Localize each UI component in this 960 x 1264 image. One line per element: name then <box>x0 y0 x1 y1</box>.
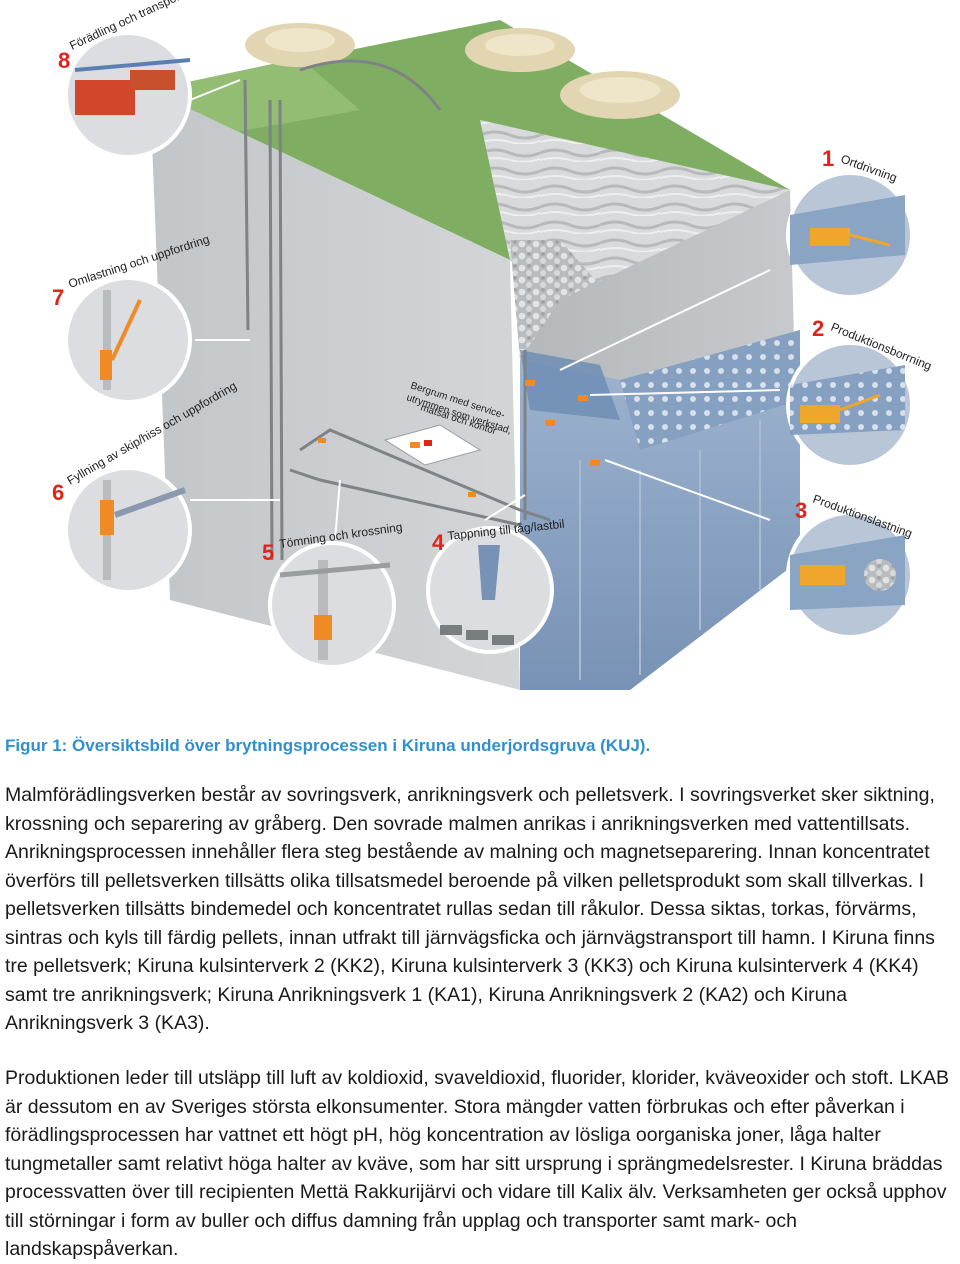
ore-body <box>520 360 800 690</box>
mine-illustration: Bergrum med service- utrymmen som verkst… <box>52 0 934 690</box>
callout-circle-6 <box>64 466 192 594</box>
paragraph-emissions: Produktionen leder till utsläpp till luf… <box>5 1067 950 1260</box>
step-number-4: 4 <box>432 530 445 555</box>
paragraph-processing: Malmförädlingsverken består av sovringsv… <box>5 784 935 1034</box>
step-number-1: 1 <box>822 146 834 171</box>
figure-caption: Figur 1: Översiktsbild över brytningspro… <box>5 736 651 755</box>
step-number-7: 7 <box>52 285 64 310</box>
callout-circle-8 <box>64 31 192 159</box>
machine-markers <box>318 380 600 497</box>
callout-circle-2 <box>786 341 914 469</box>
step-number-2: 2 <box>812 316 824 341</box>
callout-circle-4 <box>426 526 554 654</box>
callout-circle-7 <box>64 276 192 404</box>
service-chamber <box>383 424 482 466</box>
rock-front-face <box>150 90 520 690</box>
step-number-3: 3 <box>795 498 807 523</box>
mine-overview-figure: Bergrum med service- utrymmen som verkst… <box>52 0 934 690</box>
drill-holes <box>620 330 800 450</box>
step-number-5: 5 <box>262 540 274 565</box>
callout-circle-1 <box>786 171 914 299</box>
callout-connectors <box>189 79 781 541</box>
callout-circle-3 <box>786 511 914 639</box>
step-number-6: 6 <box>52 480 64 505</box>
shafts <box>243 59 551 561</box>
step-number-8: 8 <box>58 48 70 73</box>
callout-circle-5 <box>268 541 396 669</box>
